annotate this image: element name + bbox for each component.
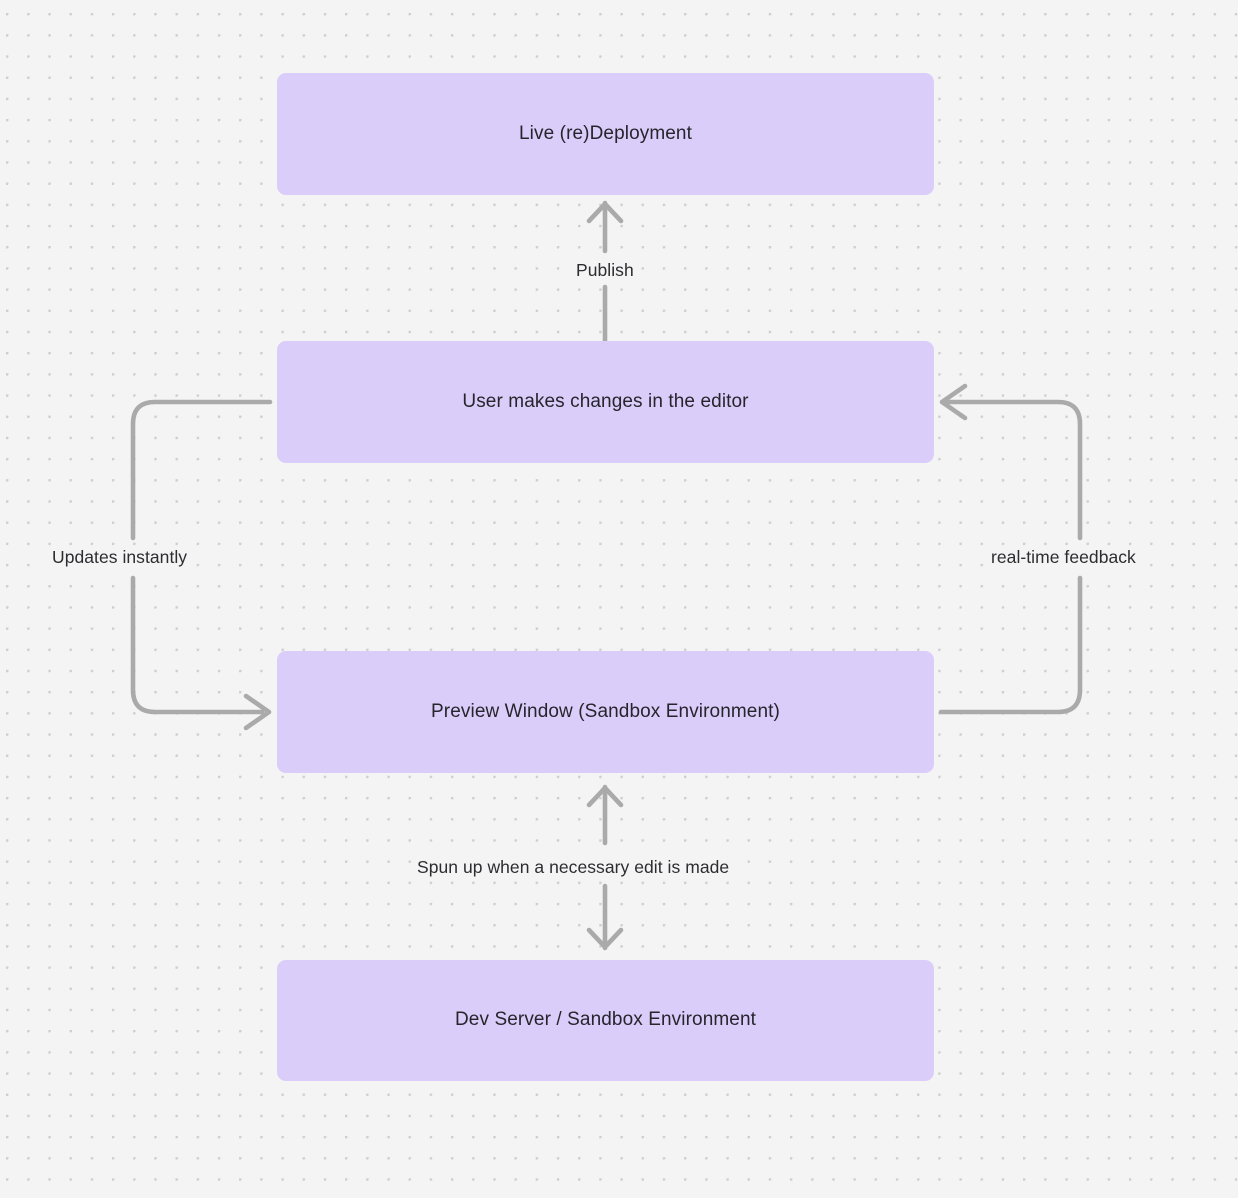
edge-publish-arrowhead-icon	[586, 201, 624, 224]
edge-label-real-time-feedback: real-time feedback	[986, 546, 1141, 570]
node-preview-window-label: Preview Window (Sandbox Environment)	[431, 700, 780, 722]
node-user-makes-changes[interactable]: User makes changes in the editor	[277, 341, 934, 463]
edge-realtime-arrowhead-icon	[939, 383, 968, 421]
node-preview-window[interactable]: Preview Window (Sandbox Environment)	[277, 651, 934, 773]
edge-label-publish: Publish	[571, 259, 639, 283]
node-live-deployment-label: Live (re)Deployment	[519, 122, 692, 144]
edge-updates-upper-segment	[130, 399, 273, 541]
edge-realtime-upper-segment	[945, 399, 1083, 541]
node-dev-server[interactable]: Dev Server / Sandbox Environment	[277, 960, 934, 1081]
edge-spun-up-arrowhead-down-icon	[586, 927, 624, 950]
edge-label-updates-instantly: Updates instantly	[47, 546, 193, 570]
edge-updates-lower-segment	[130, 575, 265, 715]
edge-label-spun-up: Spun up when a necessary edit is made	[412, 856, 735, 880]
edge-realtime-lower-segment	[938, 575, 1083, 715]
node-live-deployment[interactable]: Live (re)Deployment	[277, 73, 934, 195]
node-user-makes-changes-label: User makes changes in the editor	[462, 390, 749, 412]
node-dev-server-label: Dev Server / Sandbox Environment	[454, 1009, 756, 1031]
edge-updates-arrowhead-icon	[243, 693, 272, 731]
edge-spun-up-arrowhead-up-icon	[586, 785, 624, 808]
